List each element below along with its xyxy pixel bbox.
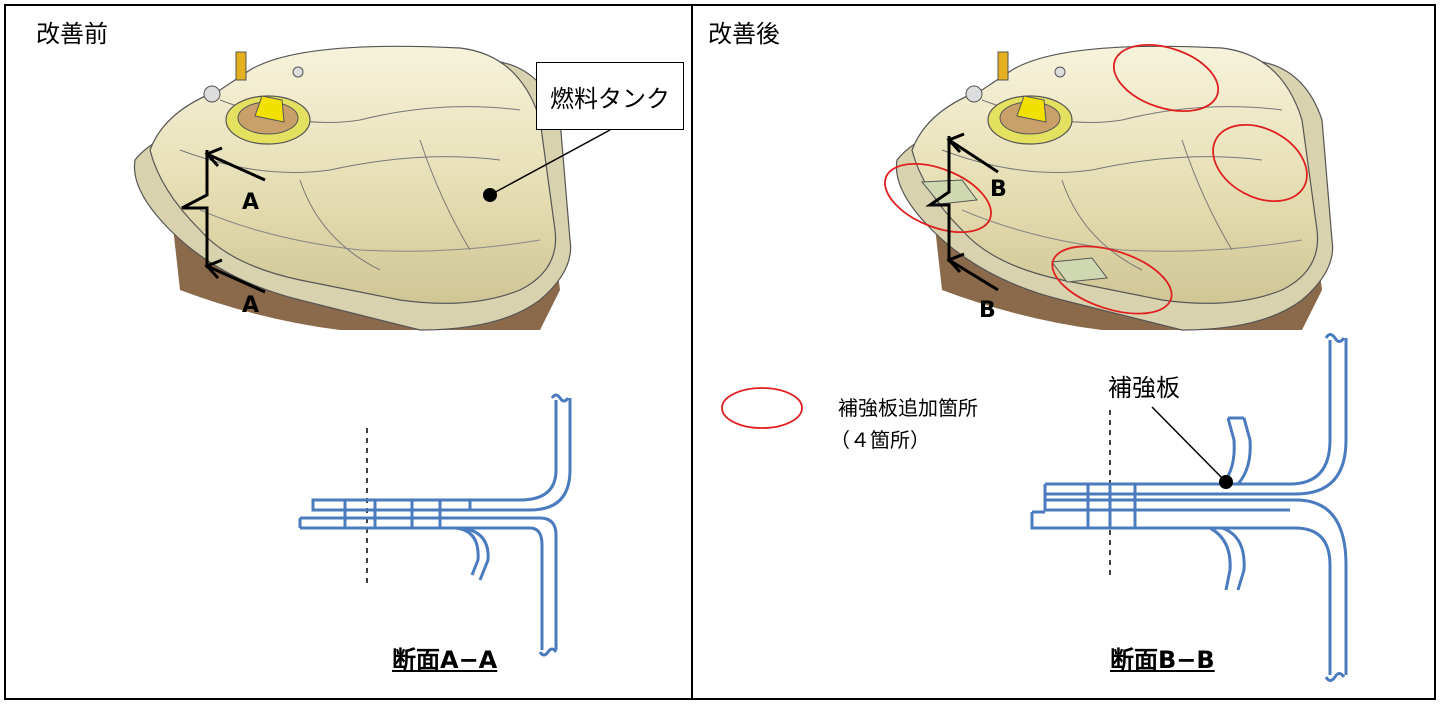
reinforcement-dot bbox=[1219, 475, 1233, 489]
after-title: 改善後 bbox=[708, 20, 780, 48]
panel-divider bbox=[691, 4, 693, 700]
highlight-ellipse-2 bbox=[1051, 245, 1173, 315]
reinforcement-leader bbox=[1151, 406, 1227, 483]
section-mark-b-bottom: B bbox=[979, 298, 996, 323]
fuel-tank-callout: 燃料タンク bbox=[536, 62, 684, 130]
legend-line-2: （４箇所） bbox=[830, 428, 930, 452]
reinforcement-highlights bbox=[884, 44, 1308, 315]
caption-section-aa: 断面A−A bbox=[392, 646, 498, 674]
section-mark-a-bottom: A bbox=[242, 293, 260, 318]
section-mark-a-top: A bbox=[242, 190, 260, 215]
before-title: 改善前 bbox=[36, 20, 108, 48]
legend-line-1: 補強板追加箇所 bbox=[838, 396, 978, 420]
section-aa-drawing bbox=[298, 393, 572, 657]
legend-ellipse bbox=[721, 387, 803, 429]
section-mark-b-top: B bbox=[990, 177, 1007, 202]
legend-text: 補強板追加箇所 （４箇所） bbox=[830, 392, 978, 456]
fuel-tank-after bbox=[895, 45, 1334, 331]
fuel-tank-before bbox=[133, 45, 572, 331]
caption-section-bb: 断面B−B bbox=[1110, 646, 1215, 674]
reinforcement-label: 補強板 bbox=[1108, 374, 1180, 402]
section-arrows-b bbox=[925, 132, 999, 292]
highlight-ellipse-4 bbox=[1212, 123, 1308, 203]
callout-leader bbox=[489, 129, 611, 196]
outer-frame bbox=[4, 4, 1436, 700]
highlight-ellipse-3 bbox=[1112, 44, 1220, 112]
section-arrows-a bbox=[181, 146, 266, 294]
callout-dot bbox=[483, 188, 497, 202]
section-bb-drawing bbox=[1030, 333, 1348, 682]
